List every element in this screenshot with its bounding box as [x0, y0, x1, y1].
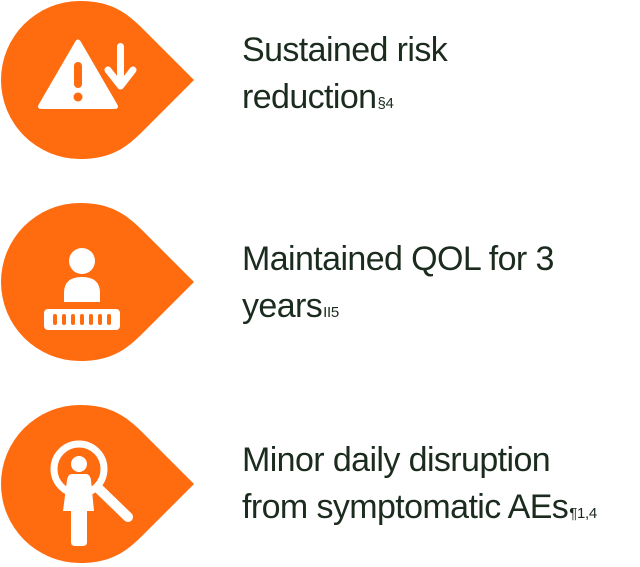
- footnote-ref: §4: [377, 95, 394, 112]
- pin-badge: [0, 404, 196, 566]
- warning-decrease-icon: [38, 39, 137, 109]
- benefit-label: Minor daily disruption from symptomatic …: [242, 437, 597, 531]
- benefit-item-risk-reduction: Sustained risk reduction§4: [0, 0, 640, 162]
- person-scale-icon: [44, 248, 120, 330]
- benefit-item-qol: Maintained QOL for 3 yearsII5: [0, 202, 640, 364]
- footnote-ref: II5: [323, 304, 339, 321]
- person-search-icon: [50, 440, 133, 546]
- label-line-1: Minor daily disruption: [242, 441, 551, 479]
- pin-badge: [0, 0, 196, 162]
- label-line-1: Maintained QOL for 3: [242, 240, 554, 278]
- label-line-2: years: [242, 287, 323, 325]
- benefit-label: Maintained QOL for 3 yearsII5: [242, 236, 554, 330]
- label-line-2: reduction: [242, 78, 377, 116]
- benefit-item-daily-disruption: Minor daily disruption from symptomatic …: [0, 404, 640, 566]
- label-line-1: Sustained risk: [242, 31, 448, 69]
- pin-badge: [0, 202, 196, 364]
- benefit-label: Sustained risk reduction§4: [242, 27, 448, 121]
- label-line-2: from symptomatic AEs: [242, 488, 569, 526]
- footnote-ref: ¶1,4: [569, 505, 597, 522]
